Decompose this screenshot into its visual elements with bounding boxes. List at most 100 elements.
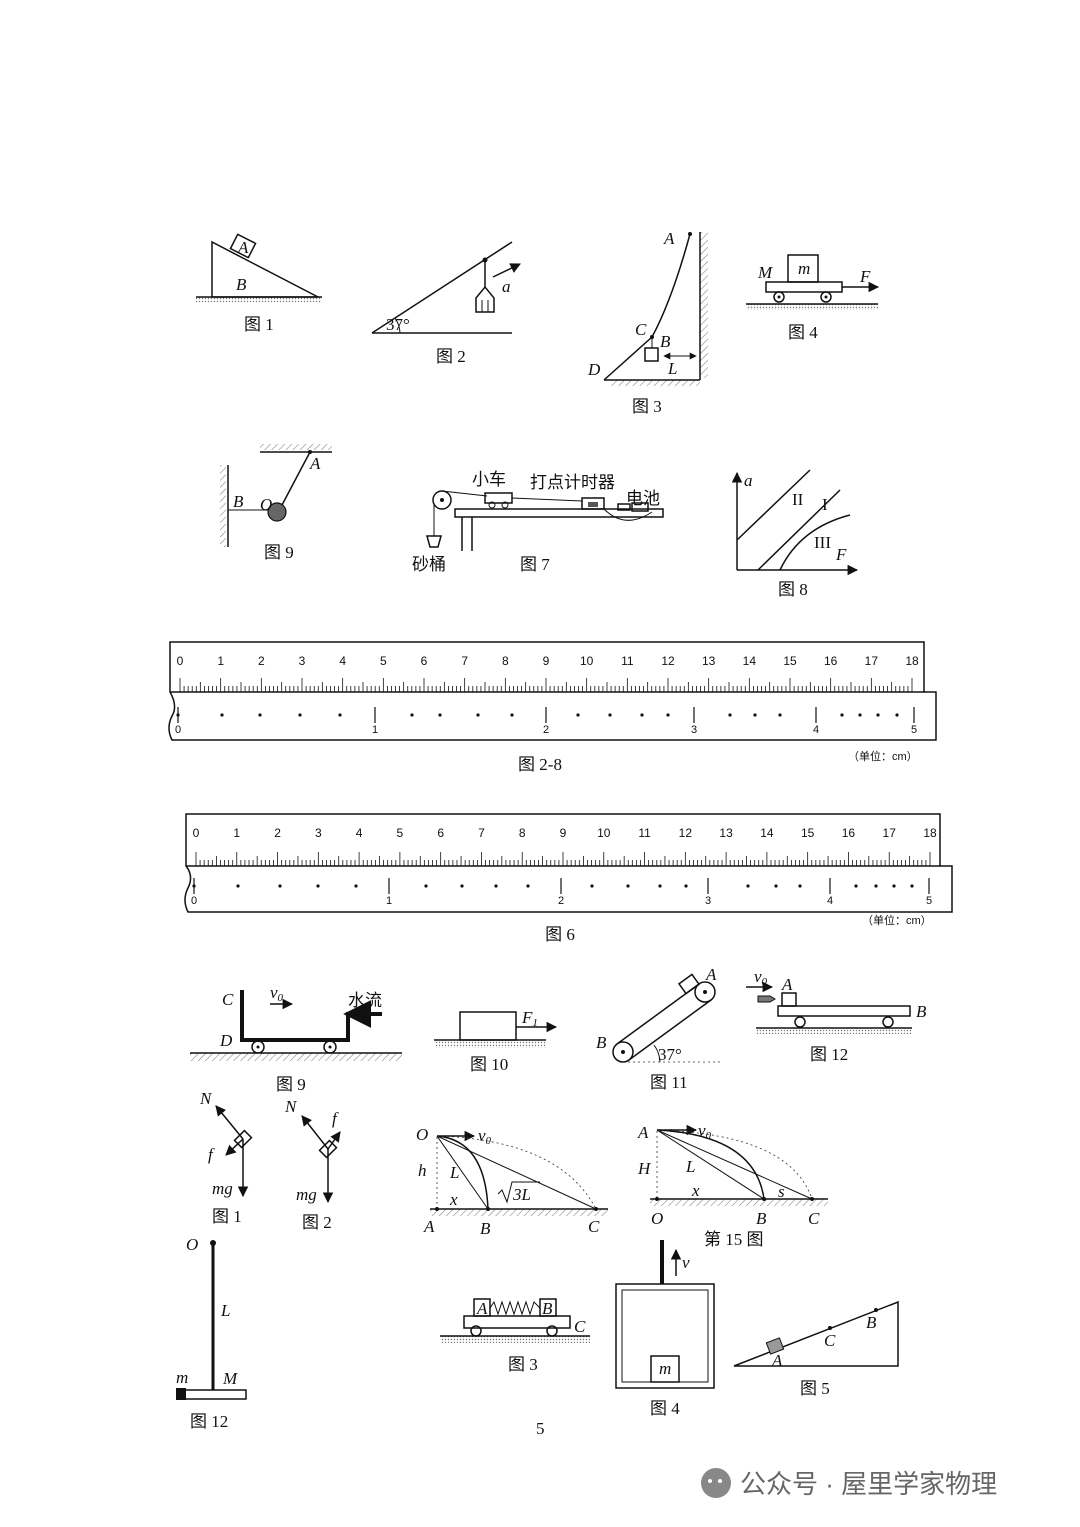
count-point-label: 4: [827, 895, 833, 907]
tape-dot: [354, 884, 358, 888]
ruler-scale-number: 2: [274, 826, 281, 840]
label-B: B: [866, 1313, 877, 1332]
wedge-B: [211, 240, 319, 298]
tape-dot: [510, 713, 514, 717]
v0-label: v0: [754, 967, 768, 988]
label-O: O: [186, 1235, 198, 1254]
tape-dot: [666, 713, 670, 717]
figure-d5-incline-points: A C B 图 5: [733, 1300, 899, 1398]
label-D: D: [587, 360, 601, 379]
ruler-scale-number: 12: [661, 654, 675, 668]
figure-c2-force-diagram: N f mg 图 2: [284, 1097, 341, 1232]
count-point-label: 2: [543, 724, 549, 736]
cart: [777, 1005, 911, 1017]
tape-dot: [874, 884, 878, 888]
ruler-scale-number: 9: [543, 654, 550, 668]
f-label: f: [208, 1145, 215, 1164]
tape-dot: [640, 713, 644, 717]
ruler-scale-number: 1: [233, 826, 240, 840]
tape-dot: [778, 713, 782, 717]
axis-F: F: [835, 545, 847, 564]
tape-dot: [858, 713, 862, 717]
h-label: h: [418, 1161, 427, 1180]
mg-label: mg: [212, 1179, 233, 1198]
figure-a8-a-F-graph: a F I II III 图 8: [731, 469, 859, 599]
ruler-scale-number: 11: [638, 826, 651, 840]
ruler-scale-number: 5: [380, 654, 387, 668]
count-point-label: 1: [372, 724, 378, 736]
tape-dot: [460, 884, 464, 888]
curve-III: III: [814, 533, 831, 552]
ruler-scale-number: 1: [217, 654, 224, 668]
ruler-scale-number: 17: [883, 826, 897, 840]
figure-a7-cart-timer: 小车 打点计时器 电池 砂桶 图 7: [412, 470, 664, 574]
label-C: C: [574, 1317, 586, 1336]
ruler-scale-number: 13: [702, 654, 716, 668]
label-C: C: [808, 1209, 820, 1228]
label-a: a: [502, 277, 511, 296]
N-label: N: [199, 1089, 213, 1108]
timer-label: 打点计时器: [530, 473, 615, 492]
tape-dot: [684, 884, 688, 888]
label-A: A: [771, 1351, 783, 1370]
cart-M: [765, 281, 843, 293]
label-B: B: [596, 1033, 607, 1052]
tape-dot: [476, 713, 480, 717]
caption: 图 3: [508, 1355, 538, 1374]
tape-dot: [746, 884, 750, 888]
N-label: N: [284, 1097, 298, 1116]
count-point-label: 1: [386, 895, 392, 907]
wall-hatch: [700, 232, 708, 378]
figure-b10-block-force: F1 图 10: [434, 1008, 558, 1074]
tape-dot: [576, 713, 580, 717]
curve-II: II: [792, 490, 804, 509]
tape-dot: [854, 884, 858, 888]
tape-dot: [278, 884, 282, 888]
v0-label: v0: [478, 1126, 492, 1147]
caption: 第 15 图: [704, 1230, 764, 1249]
ruler-scale-number: 3: [315, 826, 322, 840]
f-label: f: [332, 1109, 339, 1128]
watermark-text: 公众号 · 屋里学家物理: [740, 1469, 997, 1499]
figure-b11-conveyor: 37° A B 图 11: [596, 965, 720, 1092]
ruler-scale-number: 11: [621, 654, 634, 668]
caption: 图 4: [650, 1399, 680, 1418]
track: [454, 508, 664, 518]
label-C: C: [588, 1217, 600, 1236]
timer: [581, 497, 605, 510]
ruler-scale-number: 13: [719, 826, 733, 840]
force-label: F1: [521, 1008, 538, 1029]
wechat-icon: [701, 1468, 731, 1498]
accel-arrow: [492, 263, 521, 278]
ruler-scale-number: 10: [597, 826, 611, 840]
tape-dot: [626, 884, 630, 888]
ruler-scale-number: 3: [299, 654, 306, 668]
block-A: [781, 992, 797, 1007]
label-B: B: [542, 1299, 553, 1318]
count-point-label: 3: [705, 895, 711, 907]
caption: 图 7: [520, 555, 550, 574]
figure-c15-projectile: A v0 H L x s O B C 第 15 图: [637, 1121, 828, 1249]
x-label: x: [449, 1190, 458, 1209]
tape-dot: [494, 884, 498, 888]
ruler-scale-number: 14: [743, 654, 757, 668]
ruler-scale-number: 17: [865, 654, 879, 668]
figure-a2-incline-accel: 37° a 图 2: [371, 241, 521, 366]
tape-dot: [895, 713, 899, 717]
incline: [733, 1300, 899, 1367]
figure-c3-projectile: O v0 h L x 3L A B C: [416, 1125, 608, 1238]
caption: 图 1: [212, 1207, 242, 1226]
sqrt3L-label: 3L: [512, 1185, 531, 1204]
caption: 图 2: [302, 1213, 332, 1232]
label-F: F: [859, 267, 871, 286]
label-O: O: [651, 1209, 663, 1228]
tape-dot: [526, 884, 530, 888]
tape-dot: [424, 884, 428, 888]
angle-label: 37°: [386, 315, 410, 334]
tape-dot: [258, 713, 262, 717]
figure-d12-rod-pendulum: O L m M 图 12: [176, 1235, 247, 1431]
figure-a9-ball-wall: A B O 图 9: [220, 444, 332, 562]
count-point-label: 3: [691, 724, 697, 736]
label-B: B: [916, 1002, 927, 1021]
